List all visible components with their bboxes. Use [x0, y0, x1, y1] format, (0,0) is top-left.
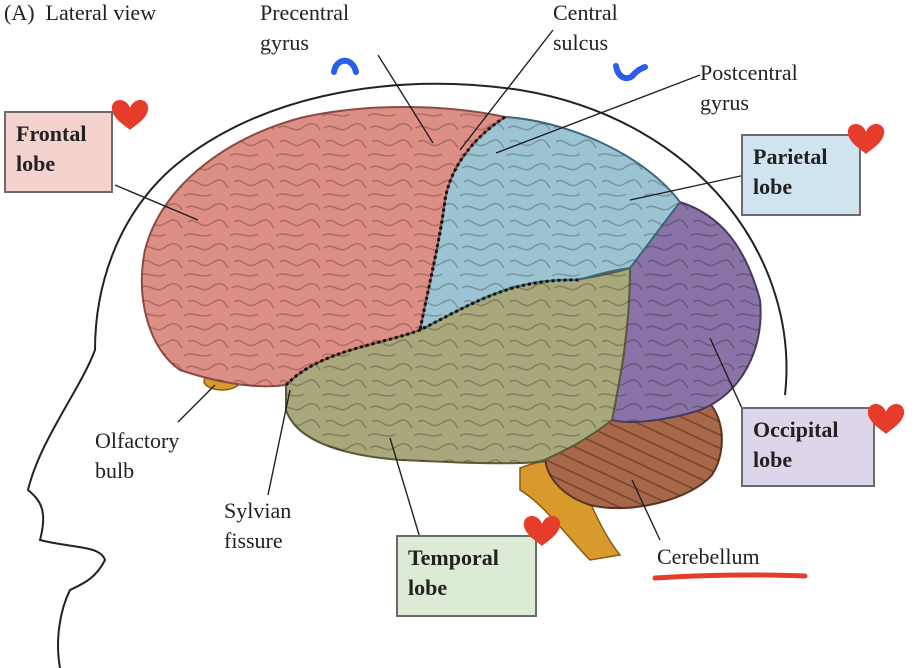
postcentral-gyrus-label: Postcentral gyrus [700, 60, 798, 115]
temporal-lobe-box: Temporal lobe [396, 535, 537, 617]
parietal-lobe-shape [418, 115, 682, 332]
figure-label: (A) Lateral view [4, 0, 157, 25]
temporal-lobe-shape [285, 266, 632, 465]
head-outline [26, 82, 788, 668]
blue-check-mark [613, 63, 648, 82]
occipital-lobe-box: Occipital lobe [741, 407, 875, 487]
frontal-lobe-shape [141, 105, 508, 388]
cerebellum-label: Cerebellum [657, 544, 760, 569]
blue-arch-mark [331, 57, 359, 75]
frontal-lobe-box: Frontal lobe [4, 111, 113, 193]
central-sulcus-line [418, 115, 506, 331]
heart-icon [847, 123, 885, 154]
leader-lines [114, 29, 746, 541]
parietal-lobe-box: Parietal lobe [741, 134, 861, 216]
precentral-gyrus-label: Precentral gyrus [260, 0, 350, 55]
red-underline [652, 572, 808, 581]
heart-icon [523, 515, 561, 546]
central-sulcus-label: Central sulcus [553, 0, 618, 55]
sylvian-fissure-line [284, 278, 581, 387]
heart-icon [867, 403, 905, 434]
olfactory-bulb-label: Olfactory bulb [95, 428, 180, 483]
heart-icon [111, 99, 149, 130]
sylvian-fissure-label: Sylvian fissure [224, 498, 292, 553]
